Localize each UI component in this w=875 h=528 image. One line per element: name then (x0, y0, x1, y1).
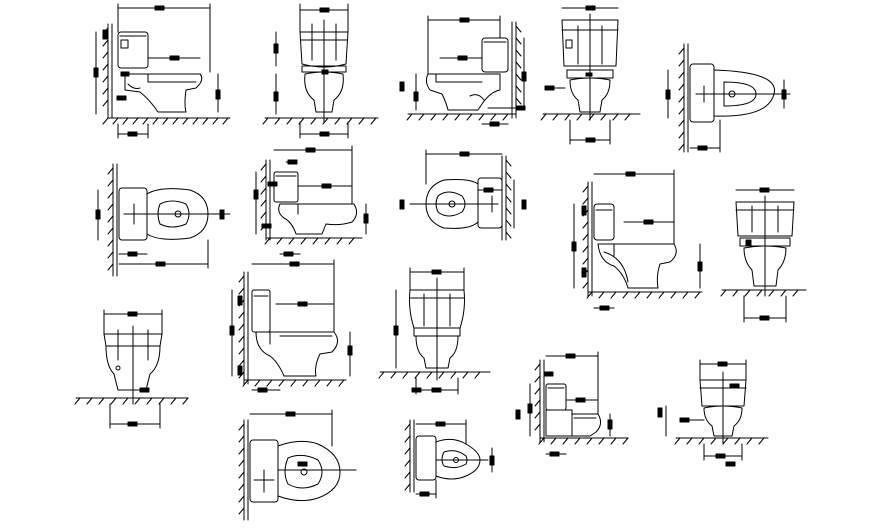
toilet-top-plan-5 (665, 43, 791, 153)
toilet-side-elevation-3 (399, 15, 527, 127)
toilet-front-elevation-15 (657, 359, 769, 467)
toilet-top-plan-17 (404, 419, 495, 499)
toilet-top-plan-6 (95, 163, 231, 277)
toilet-front-elevation-13 (378, 267, 491, 395)
toilet-side-elevation-14 (515, 351, 629, 457)
toilet-side-elevation-1 (93, 3, 231, 139)
toilet-front-elevation-10 (720, 187, 807, 323)
toilet-front-elevation-4 (540, 5, 641, 145)
toilet-side-elevation-7 (253, 145, 369, 257)
toilet-front-elevation-2 (262, 3, 379, 139)
toilet-side-elevation-9 (571, 169, 703, 311)
toilet-side-elevation-12 (229, 259, 353, 393)
toilet-top-plan-8 (399, 149, 527, 241)
toilet-front-elevation-11 (74, 309, 189, 429)
toilet-top-plan-16 (238, 409, 357, 521)
